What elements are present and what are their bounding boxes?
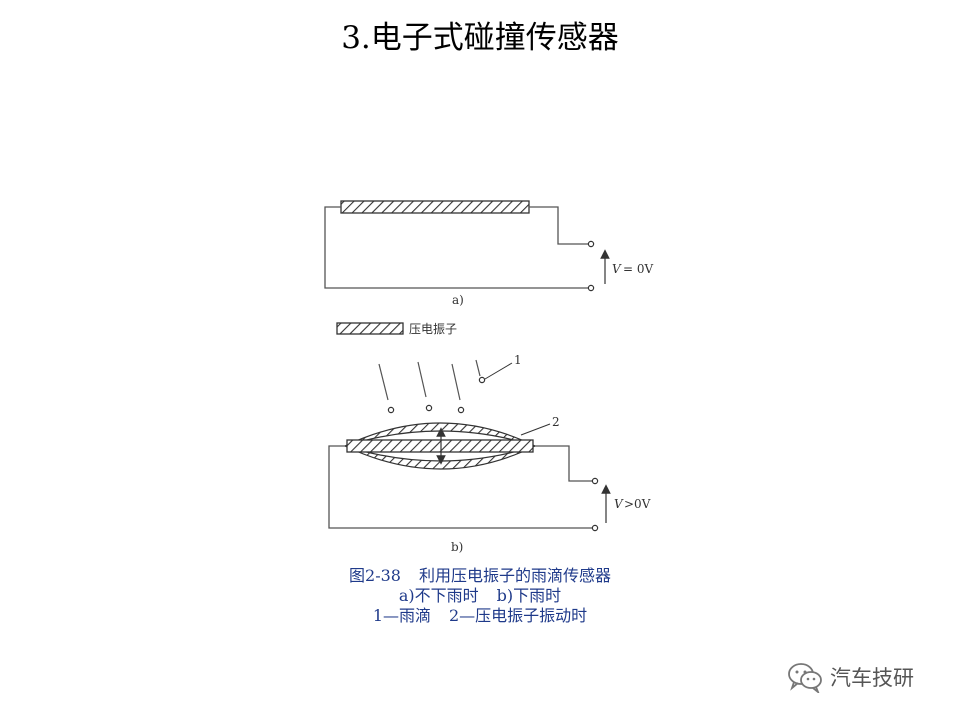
raindrop-trail [475, 359, 481, 377]
figure-title: 利用压电振子的雨滴传感器 [418, 566, 611, 585]
voltage-label-a: = 0V [623, 262, 654, 276]
terminal-b-bottom [591, 524, 599, 532]
legend-text: 压电振子 [409, 322, 457, 336]
raindrop [457, 406, 465, 414]
caption-legend-2: 2—压电振子振动时 [449, 606, 588, 625]
terminal-b-top [591, 477, 599, 485]
wire-a-left [324, 206, 588, 289]
wire-a-right [529, 206, 588, 245]
caption-line-2: a)不下雨时 b)下雨时 [280, 586, 680, 606]
legend: 压电振子 [336, 322, 457, 336]
piezo-element-b [346, 439, 534, 453]
piezo-element-a [340, 200, 530, 214]
callout-line-2 [520, 423, 551, 436]
figure-number: 图2-38 [349, 566, 401, 585]
figure-label-b: b) [451, 540, 463, 554]
wire-b-right [535, 445, 592, 482]
raindrop [425, 404, 433, 412]
watermark: 汽车技研 [786, 660, 914, 694]
caption-sub-a: a)不下雨时 [398, 586, 479, 605]
raindrop-trail [378, 363, 389, 401]
voltage-symbol-b: V [614, 497, 624, 511]
raindrop-trail [451, 363, 461, 401]
callout-label-2: 2 [552, 415, 560, 429]
raindrop [478, 376, 486, 384]
legend-swatch [336, 322, 404, 335]
figure-b: 2 V >0V b) [328, 415, 651, 554]
figure-a: V = 0V a) [324, 200, 654, 307]
caption-line-3: 1—雨滴 2—压电振子振动时 [280, 606, 680, 626]
caption-sub-b: b)下雨时 [496, 586, 562, 605]
raindrop-trail [417, 361, 427, 398]
voltage-symbol-a: V [612, 262, 622, 276]
slide-title: 3.电子式碰撞传感器 [341, 20, 619, 56]
caption-line-1: 图2-38 利用压电振子的雨滴传感器 [280, 566, 680, 586]
callout-label-1: 1 [514, 353, 522, 367]
callout-line-1 [484, 362, 513, 380]
figure-label-a: a) [452, 293, 464, 307]
raindrop [387, 406, 395, 414]
watermark-text: 汽车技研 [830, 666, 914, 690]
wechat-icon [788, 663, 822, 693]
terminal-a-top [587, 240, 595, 248]
raindrops: 1 [378, 353, 522, 414]
voltage-label-b: >0V [624, 497, 651, 511]
caption-legend-1: 1—雨滴 [372, 606, 431, 625]
wire-b-left [328, 445, 592, 529]
terminal-a-bottom [587, 284, 595, 292]
